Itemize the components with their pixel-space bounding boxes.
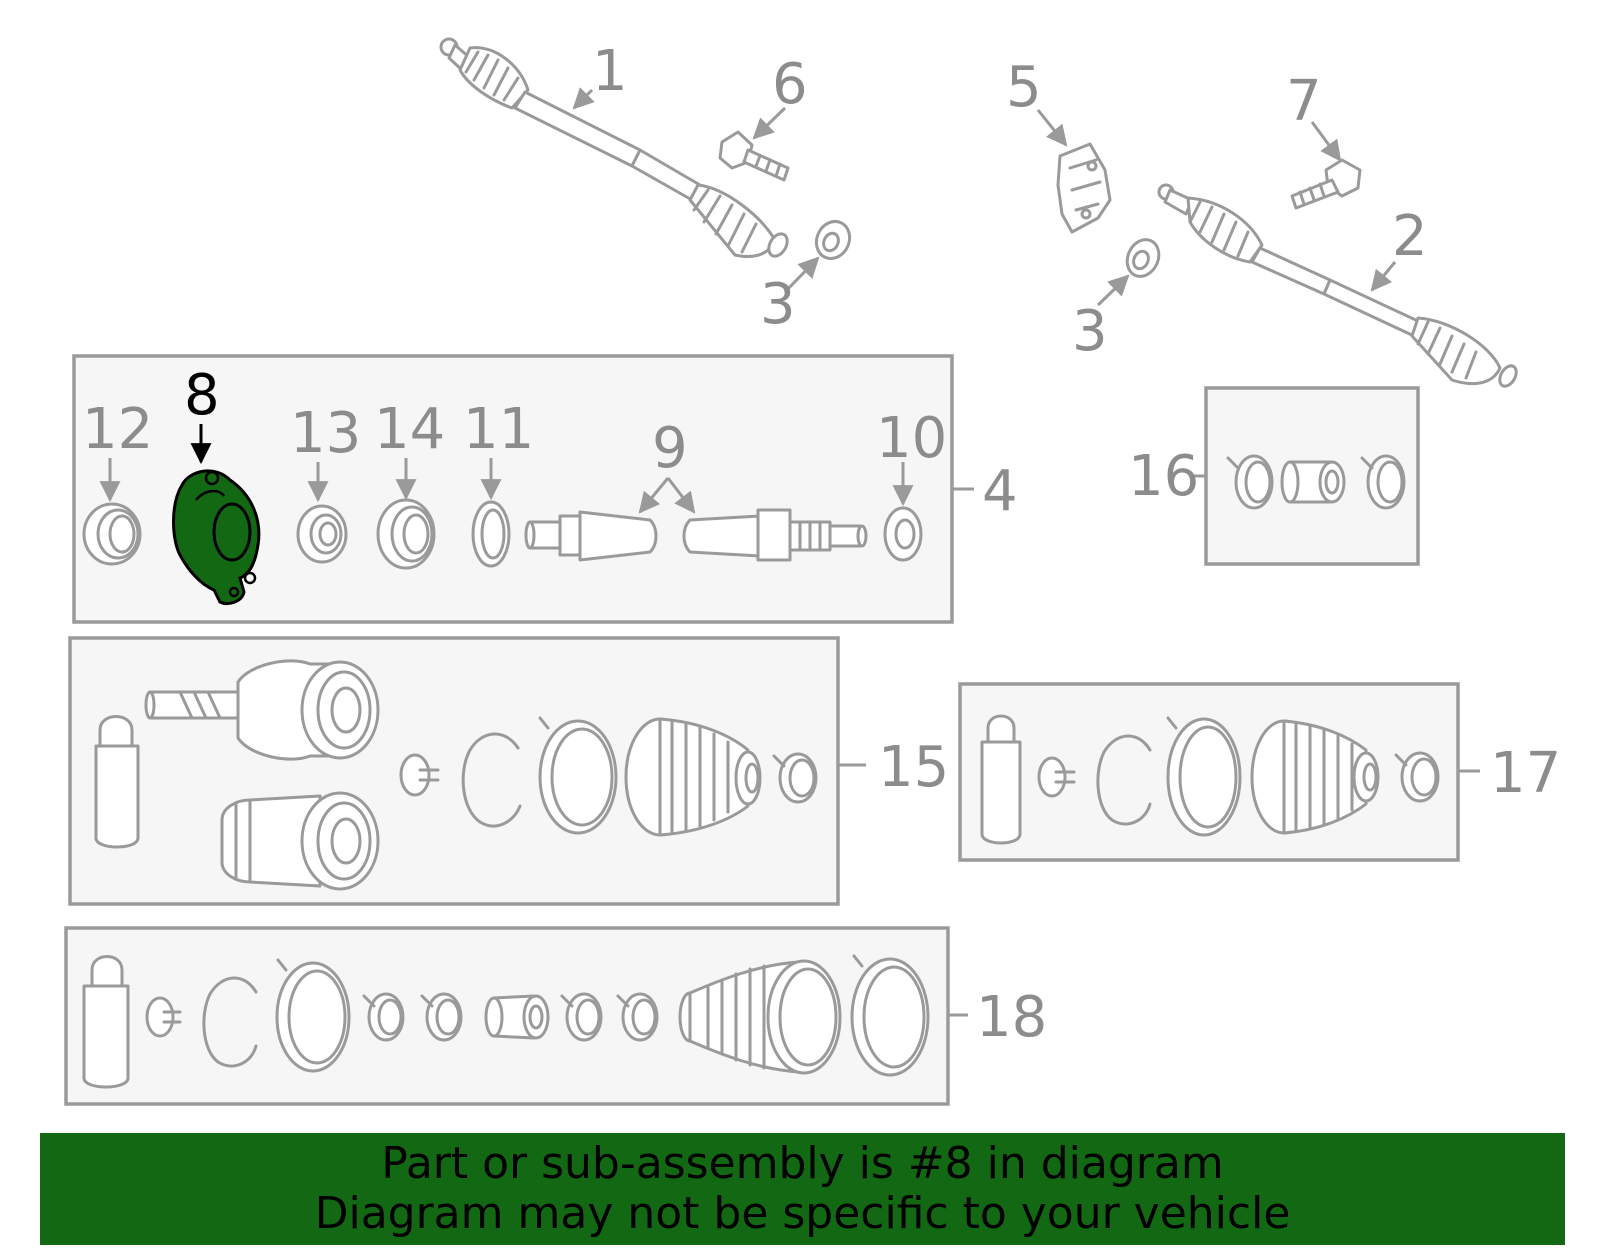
clip-15[interactable]: [399, 753, 440, 797]
washer-3-left[interactable]: [810, 216, 855, 264]
callout-9: 9: [652, 416, 688, 481]
band-15[interactable]: [538, 716, 618, 835]
bushing-16[interactable]: [1280, 460, 1346, 504]
callout-7: 7: [1286, 69, 1322, 134]
clamp-18c[interactable]: [560, 992, 603, 1042]
callout-17: 17: [1490, 741, 1561, 806]
info-banner: Part or sub-assembly is #8 in diagram Di…: [40, 1133, 1565, 1245]
callout-13: 13: [290, 401, 361, 466]
banner-line-1: Part or sub-assembly is #8 in diagram: [381, 1138, 1224, 1189]
intermediate-shaft-9[interactable]: [524, 508, 868, 562]
axle-shaft-2[interactable]: [1157, 183, 1520, 389]
ring-11[interactable]: [471, 500, 511, 568]
callout-18: 18: [976, 985, 1047, 1050]
callout-3a: 3: [760, 272, 796, 337]
grease-tube-18[interactable]: [82, 955, 130, 1089]
callout-10: 10: [876, 406, 947, 471]
callout-3b: 3: [1072, 299, 1108, 364]
clip-18[interactable]: [145, 996, 182, 1038]
callout-4: 4: [982, 459, 1018, 524]
clamp-16a[interactable]: [1226, 454, 1274, 510]
grease-tube-15[interactable]: [94, 715, 140, 849]
callout-8: 8: [184, 363, 220, 428]
clip-17[interactable]: [1037, 756, 1076, 798]
boot-17[interactable]: [1250, 719, 1380, 835]
clamp-18b[interactable]: [420, 992, 463, 1042]
clamp-18a[interactable]: [362, 992, 405, 1042]
snap-ring-18[interactable]: [202, 976, 258, 1068]
callout-12: 12: [82, 397, 153, 462]
washer-3-right[interactable]: [1121, 234, 1164, 281]
bolt-6[interactable]: [718, 130, 790, 182]
snap-ring-17[interactable]: [1096, 734, 1152, 826]
band-17[interactable]: [1166, 716, 1242, 837]
seal-12[interactable]: [82, 502, 142, 566]
callout-6: 6: [772, 52, 808, 117]
bracket-5[interactable]: [1056, 142, 1112, 234]
clamp-15[interactable]: [772, 752, 818, 804]
bolt-7[interactable]: [1290, 158, 1362, 210]
washer-10[interactable]: [883, 506, 923, 562]
clamp-18d[interactable]: [616, 992, 659, 1042]
boot-15[interactable]: [624, 717, 762, 837]
callout-2: 2: [1392, 204, 1428, 269]
clamp-16b[interactable]: [1360, 454, 1406, 510]
callout-15: 15: [878, 735, 949, 800]
axle-shaft-1[interactable]: [439, 37, 791, 259]
cv-joint-inner-15[interactable]: [220, 791, 380, 891]
callout-1: 1: [592, 39, 628, 104]
callout-5: 5: [1006, 55, 1042, 120]
callout-14: 14: [374, 397, 445, 462]
bearing-housing-8[interactable]: [172, 469, 261, 606]
band-18b[interactable]: [850, 954, 930, 1077]
boot-18[interactable]: [678, 959, 842, 1075]
clamp-17[interactable]: [1394, 751, 1440, 803]
grease-tube-17[interactable]: [980, 714, 1022, 845]
callout-11: 11: [463, 397, 534, 462]
banner-line-2: Diagram may not be specific to your vehi…: [314, 1188, 1291, 1239]
snap-ring-15[interactable]: [461, 732, 522, 828]
cv-joint-outer-15[interactable]: [144, 659, 380, 761]
band-18a[interactable]: [275, 958, 351, 1073]
bearing-13[interactable]: [296, 504, 348, 564]
seal-14[interactable]: [376, 498, 436, 570]
callout-16: 16: [1128, 444, 1199, 509]
bushing-18[interactable]: [484, 994, 550, 1040]
